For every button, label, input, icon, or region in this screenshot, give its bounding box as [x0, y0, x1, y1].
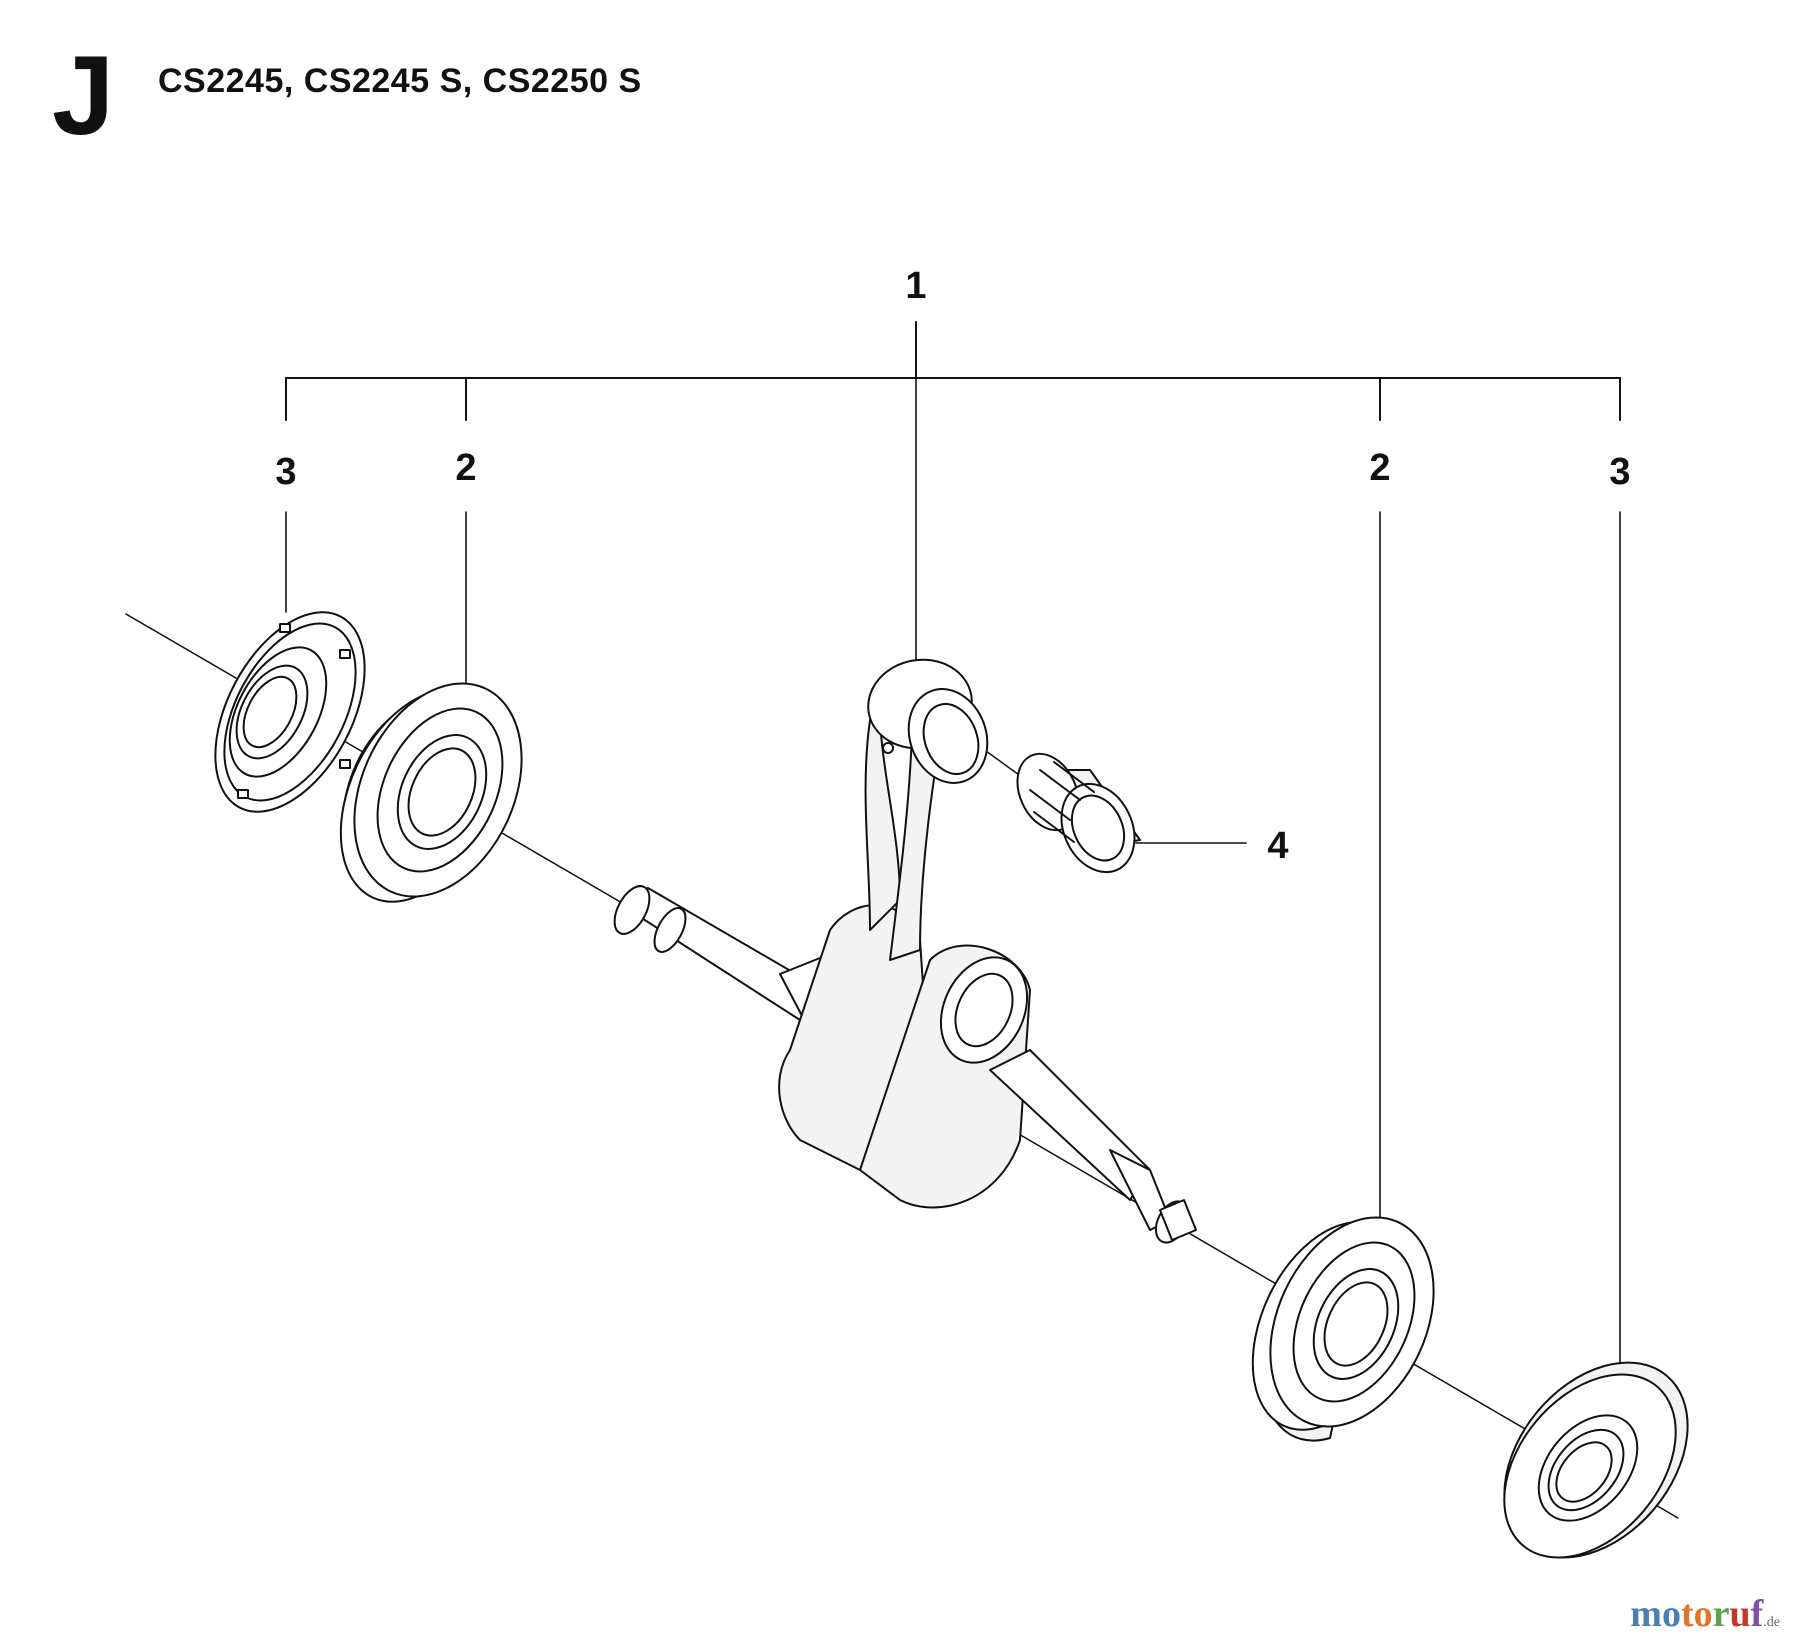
crankshaft-assembly — [613, 658, 1197, 1244]
callout-3-left: 3 — [275, 451, 296, 493]
ball-bearing-left — [339, 682, 523, 903]
model-list-title: CS2245, CS2245 S, CS2250 S — [158, 62, 642, 100]
oil-seal-left — [214, 611, 366, 813]
callout-3-right: 3 — [1609, 451, 1630, 493]
section-letter: J — [52, 33, 115, 158]
watermark-logo: motoruf.de — [1630, 1593, 1780, 1635]
callout-1: 1 — [905, 265, 926, 307]
oil-seal-right — [1503, 1361, 1689, 1559]
callout-2-left: 2 — [455, 447, 476, 489]
callout-2-right: 2 — [1369, 447, 1390, 489]
leader-lines — [285, 377, 1621, 1371]
needle-roller-bearing — [1016, 752, 1141, 874]
callout-4: 4 — [1267, 825, 1288, 867]
ball-bearing-right — [1251, 1216, 1435, 1442]
callout-bracket — [285, 321, 1621, 421]
